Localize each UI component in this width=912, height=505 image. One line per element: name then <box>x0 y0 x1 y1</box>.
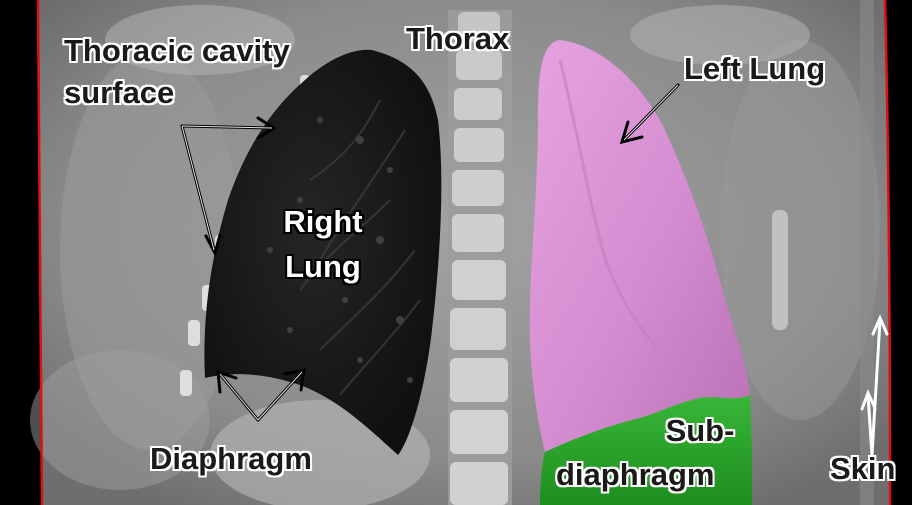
label-thoracic-cavity-line2: surface <box>64 76 174 110</box>
label-thoracic-cavity-line1: Thoracic cavity <box>64 34 290 68</box>
label-skin: Skin <box>830 452 895 486</box>
label-subdiaphragm-line2: diaphragm <box>556 458 714 492</box>
label-left-lung: Left Lung <box>684 52 825 86</box>
spine <box>448 10 512 505</box>
label-right-lung-line2: Lung <box>268 250 378 284</box>
label-thorax: Thorax <box>406 22 509 56</box>
label-right-lung-line1: Right <box>268 205 378 239</box>
label-subdiaphragm-line1: Sub- <box>640 414 760 448</box>
label-diaphragm: Diaphragm <box>150 442 312 476</box>
